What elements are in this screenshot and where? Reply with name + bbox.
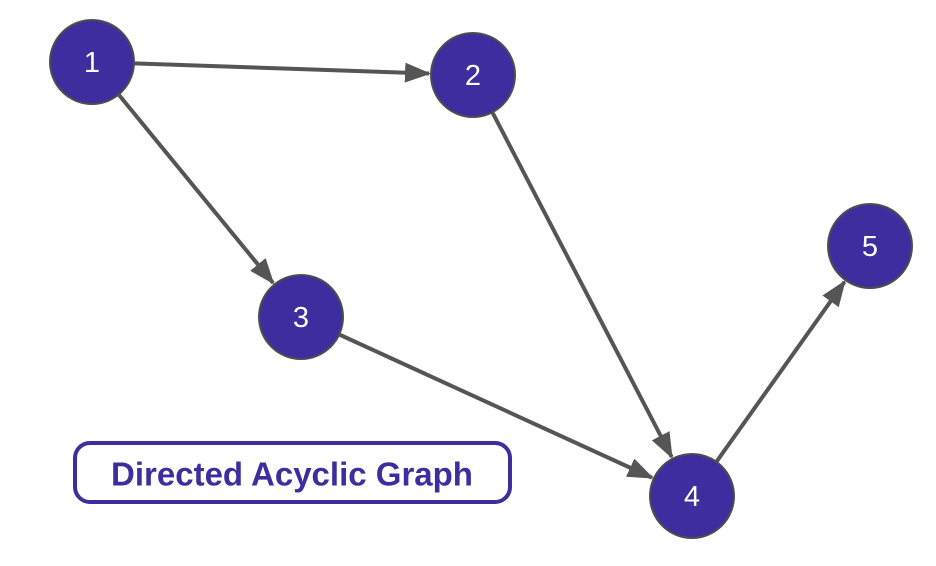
node-circle-2 — [430, 32, 516, 118]
caption-box — [73, 441, 512, 504]
node-label-1: 1 — [84, 47, 100, 79]
node-circle-4 — [649, 453, 735, 539]
edges-layer — [117, 61, 847, 480]
edge-4-5 — [714, 280, 847, 463]
graph-node-3: 3 — [258, 274, 344, 360]
edge-2-4 — [490, 111, 674, 459]
node-label-2: 2 — [465, 60, 481, 92]
graph-node-2: 2 — [430, 32, 516, 118]
graph-node-1: 1 — [49, 19, 135, 105]
node-label-4: 4 — [684, 481, 700, 513]
node-label-3: 3 — [293, 302, 309, 334]
nodes-layer: 1 2 3 4 5 — [49, 19, 913, 539]
node-circle-5 — [827, 203, 913, 289]
node-circle-1 — [49, 19, 135, 105]
edge-1-2 — [133, 61, 431, 83]
graph-node-4: 4 — [649, 453, 735, 539]
graph-node-5: 5 — [827, 203, 913, 289]
edge-1-3 — [117, 93, 275, 285]
node-label-5: 5 — [862, 231, 878, 263]
edge-3-4 — [338, 332, 654, 480]
caption-text: Directed Acyclic Graph — [111, 456, 473, 493]
node-circle-3 — [258, 274, 344, 360]
diagram-caption: Directed Acyclic Graph — [73, 441, 512, 504]
